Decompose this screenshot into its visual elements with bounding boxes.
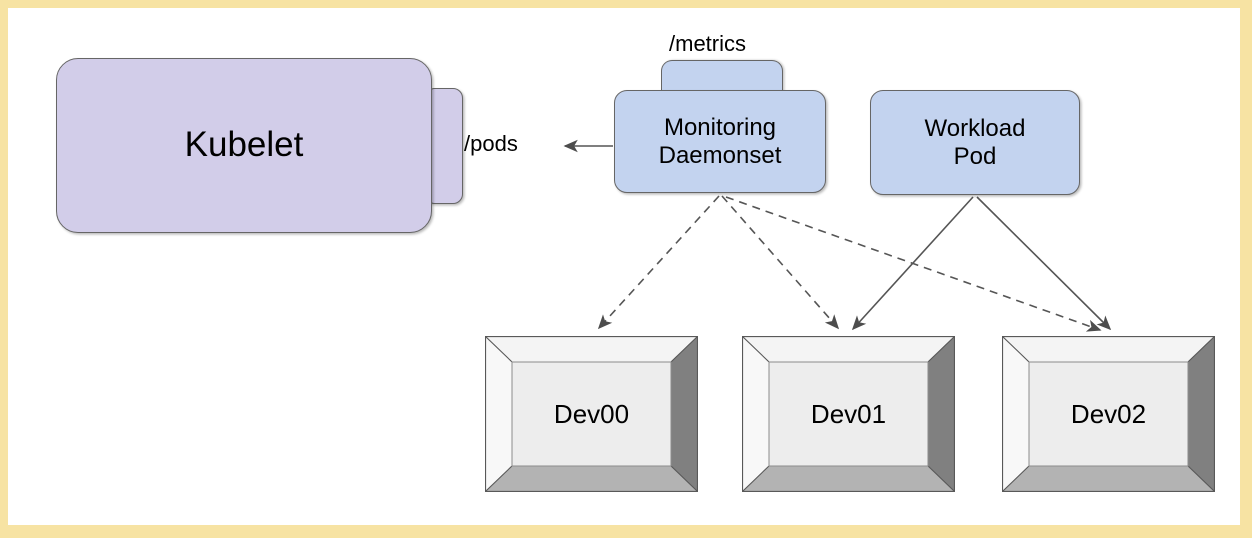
- monitoring-daemonset-label: Monitoring Daemonset: [659, 114, 782, 170]
- workload-pod-node[interactable]: Workload Pod: [870, 90, 1080, 195]
- edge-monitoring-to-dev01: [721, 195, 840, 330]
- metrics-edge-label: /metrics: [669, 31, 746, 56]
- workload-pod-label: Workload Pod: [925, 115, 1026, 171]
- workload-pod-label-line2: Pod: [953, 142, 997, 170]
- pods-edge-label: /pods: [464, 131, 518, 156]
- monitoring-daemonset-label-line2: Daemonset: [658, 141, 782, 169]
- device-node-dev02[interactable]: Dev02: [1002, 336, 1215, 492]
- monitoring-daemonset-node[interactable]: Monitoring Daemonset: [614, 90, 826, 193]
- device-frame-icon: [485, 336, 698, 492]
- device-node-dev01[interactable]: Dev01: [742, 336, 955, 492]
- device-frame-icon: [742, 336, 955, 492]
- edge-workload-to-dev02: [976, 196, 1112, 331]
- device-frame-icon: [1002, 336, 1215, 492]
- workload-pod-label-line1: Workload: [924, 114, 1026, 142]
- kubelet-label: Kubelet: [184, 125, 304, 165]
- kubelet-node[interactable]: Kubelet: [56, 58, 432, 233]
- monitoring-daemonset-label-line1: Monitoring: [663, 113, 777, 141]
- edge-workload-to-dev01: [851, 196, 974, 331]
- edge-monitoring-to-dev00: [597, 195, 720, 330]
- device-node-dev00[interactable]: Dev00: [485, 336, 698, 492]
